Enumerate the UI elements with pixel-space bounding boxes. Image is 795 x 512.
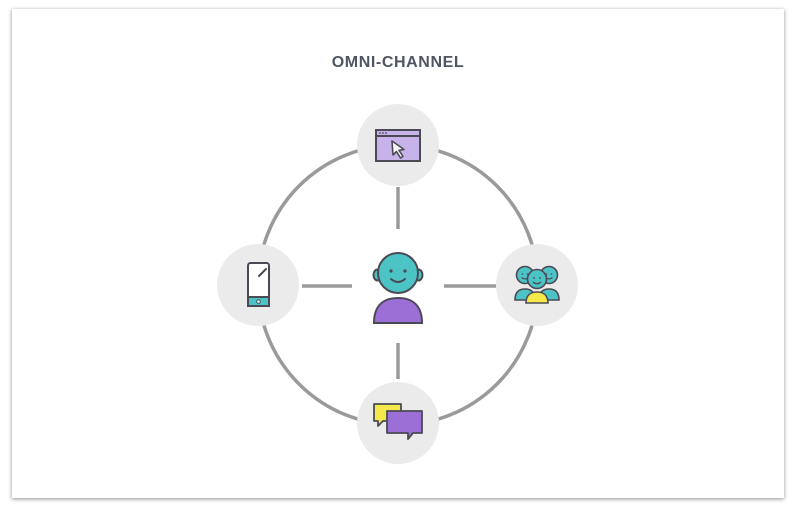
diagram-title: OMNI-CHANNEL bbox=[331, 54, 465, 71]
diagram-card: OMNI-CHANNEL bbox=[12, 9, 784, 498]
node-social bbox=[496, 244, 578, 326]
group-of-people-icon bbox=[514, 265, 560, 304]
omni-channel-diagram bbox=[217, 104, 578, 464]
browser-cursor-icon bbox=[375, 129, 421, 162]
chat-bubbles-icon bbox=[373, 403, 423, 440]
node-chat bbox=[357, 382, 439, 464]
customer-avatar-icon bbox=[372, 252, 424, 324]
smartphone-icon bbox=[247, 262, 270, 307]
node-mobile bbox=[217, 244, 299, 326]
node-web bbox=[357, 104, 439, 186]
